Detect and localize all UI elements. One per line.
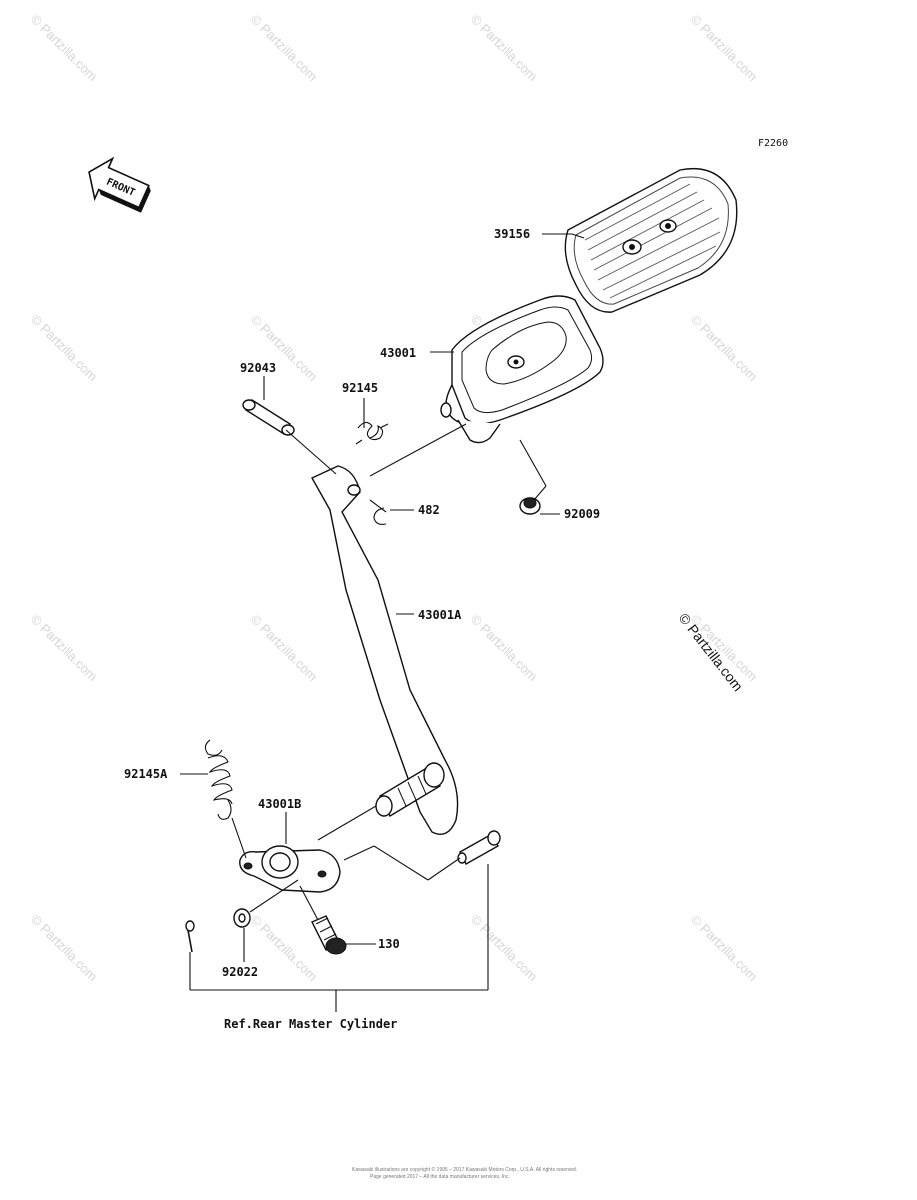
part-92145-spring: [355, 421, 389, 445]
part-cotter-pin: [185, 920, 195, 953]
watermark-tile: © Partzilla.com: [248, 12, 321, 85]
label-39156: 39156: [494, 227, 530, 241]
figure-code: F2260: [758, 138, 788, 149]
part-43001B-bracket: [239, 845, 341, 893]
label-92009: 92009: [564, 507, 600, 521]
label-43001A: 43001A: [418, 608, 462, 622]
part-pin: [457, 830, 501, 865]
watermark-tile: © Partzilla.com: [688, 312, 761, 385]
part-92043-pin: [242, 399, 295, 436]
watermark-tile: © Partzilla.com: [468, 912, 541, 985]
watermark-tile: © Partzilla.com: [28, 12, 101, 85]
label-482: 482: [418, 503, 440, 517]
part-130-bolt: [311, 915, 347, 955]
label-130: 130: [378, 937, 400, 951]
watermark-tile: © Partzilla.com: [28, 612, 101, 685]
part-43001A-lever-arm: [311, 465, 459, 835]
label-92022: 92022: [222, 965, 258, 979]
watermark-tile: © Partzilla.com: [248, 612, 321, 685]
label-92145: 92145: [342, 381, 378, 395]
part-43001-pedal: [440, 295, 604, 444]
watermark-tile: © Partzilla.com: [468, 12, 541, 85]
copyright-line-1: Kawasaki illustrations are copyright © 1…: [352, 1166, 577, 1173]
label-92043: 92043: [240, 361, 276, 375]
copyright-line-2: Page generated 2017 – All the data manuf…: [370, 1174, 510, 1180]
label-92145A: 92145A: [124, 767, 168, 781]
part-92022-washer: [233, 908, 251, 928]
watermark-tile: © Partzilla.com: [28, 912, 101, 985]
watermark-tile: © Partzilla.com: [688, 912, 761, 985]
watermark-tile: © Partzilla.com: [688, 12, 761, 85]
part-92009-bolt: [519, 497, 541, 515]
part-482-clip: [373, 507, 387, 525]
part-39156-pedal-pad: [564, 168, 738, 313]
part-labels: 39156 43001 92043 92145 482 92009 43001A…: [124, 227, 600, 1031]
front-arrow-icon: FRONT: [88, 156, 151, 213]
leader-lines: [180, 233, 585, 1012]
reference-label: Ref.Rear Master Cylinder: [224, 1017, 397, 1031]
watermark-grid: © Partzilla.com © Partzilla.com © Partzill…: [28, 12, 761, 985]
label-43001B: 43001B: [258, 797, 301, 811]
watermark-tile: © Partzilla.com: [468, 612, 541, 685]
watermark-tile: © Partzilla.com: [248, 912, 321, 985]
watermark-tile: © Partzilla.com: [28, 312, 101, 385]
part-92145A-spring: [204, 739, 233, 820]
label-43001: 43001: [380, 346, 416, 360]
